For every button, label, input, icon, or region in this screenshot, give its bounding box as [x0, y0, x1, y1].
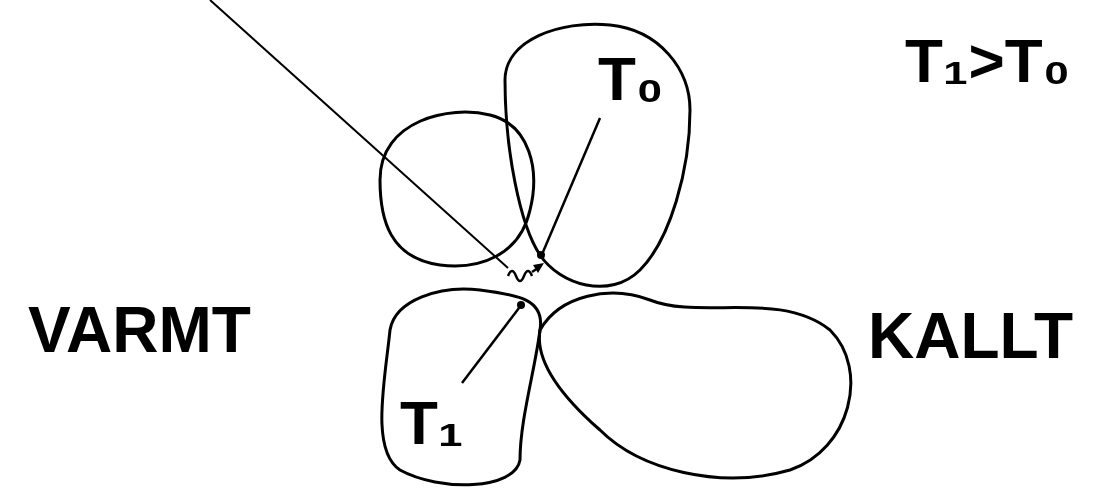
point-dot — [517, 301, 525, 309]
leader-line — [462, 308, 519, 383]
photon-wave — [508, 271, 532, 281]
grain — [380, 112, 534, 266]
ray-line — [210, 0, 508, 268]
grain — [505, 24, 690, 286]
arrow-head — [533, 263, 544, 273]
leader-line — [543, 118, 600, 252]
region-label: KALLT — [868, 304, 1073, 368]
point-dot — [537, 251, 545, 259]
grain — [539, 293, 850, 478]
temperature-label: T₁ — [400, 392, 464, 454]
region-label: VARMT — [28, 298, 251, 362]
temperature-label: T₀ — [598, 48, 664, 110]
grain — [382, 289, 541, 485]
temperature-relation: T₁>T₀ — [905, 30, 1071, 92]
